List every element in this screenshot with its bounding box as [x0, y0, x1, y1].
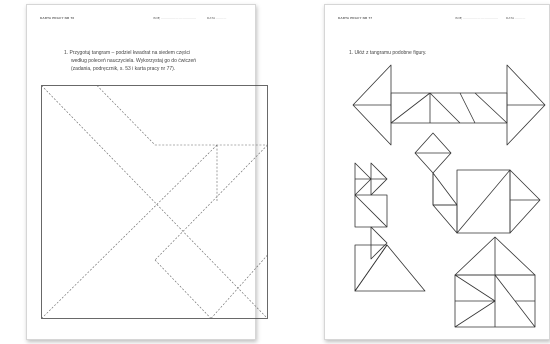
date-field-label: DATA .......... — [207, 16, 227, 20]
worksheet-page-left: KARTA PRACY NR 76 IMIĘ .................… — [26, 4, 256, 340]
tangram-figure-bird — [415, 133, 540, 233]
tangram-cut-line — [42, 86, 268, 319]
tangram-cut-line — [42, 145, 218, 319]
instruction-line: (zadania, podręcznik, s. 53 i karta prac… — [64, 65, 239, 73]
tangram-cut-line — [97, 86, 155, 146]
tangram-cut-line — [211, 255, 268, 319]
worksheet-card-label: KARTA PRACY NR 76 — [40, 16, 74, 20]
instruction-text: 1. Przygotuj tangram – podziel kwadrat n… — [64, 49, 239, 73]
tangram-figure-house — [455, 237, 535, 327]
tangram-square-template — [41, 85, 268, 320]
tangram-cut-line — [155, 260, 211, 319]
tangram-figure-tall — [355, 163, 425, 291]
tangram-cut-line — [155, 145, 268, 260]
instruction-line: według poleceń nauczyciela. Wykorzystaj … — [64, 57, 239, 65]
instruction-line: 1. Przygotuj tangram – podziel kwadrat n… — [64, 49, 239, 57]
worksheet-page-right: KARTA PRACY NR 77 IMIĘ .................… — [324, 4, 550, 340]
tangram-figure-double-arrow — [353, 65, 545, 145]
tangram-figures — [325, 5, 550, 341]
name-field-label: IMIĘ .................................. — [153, 16, 196, 20]
